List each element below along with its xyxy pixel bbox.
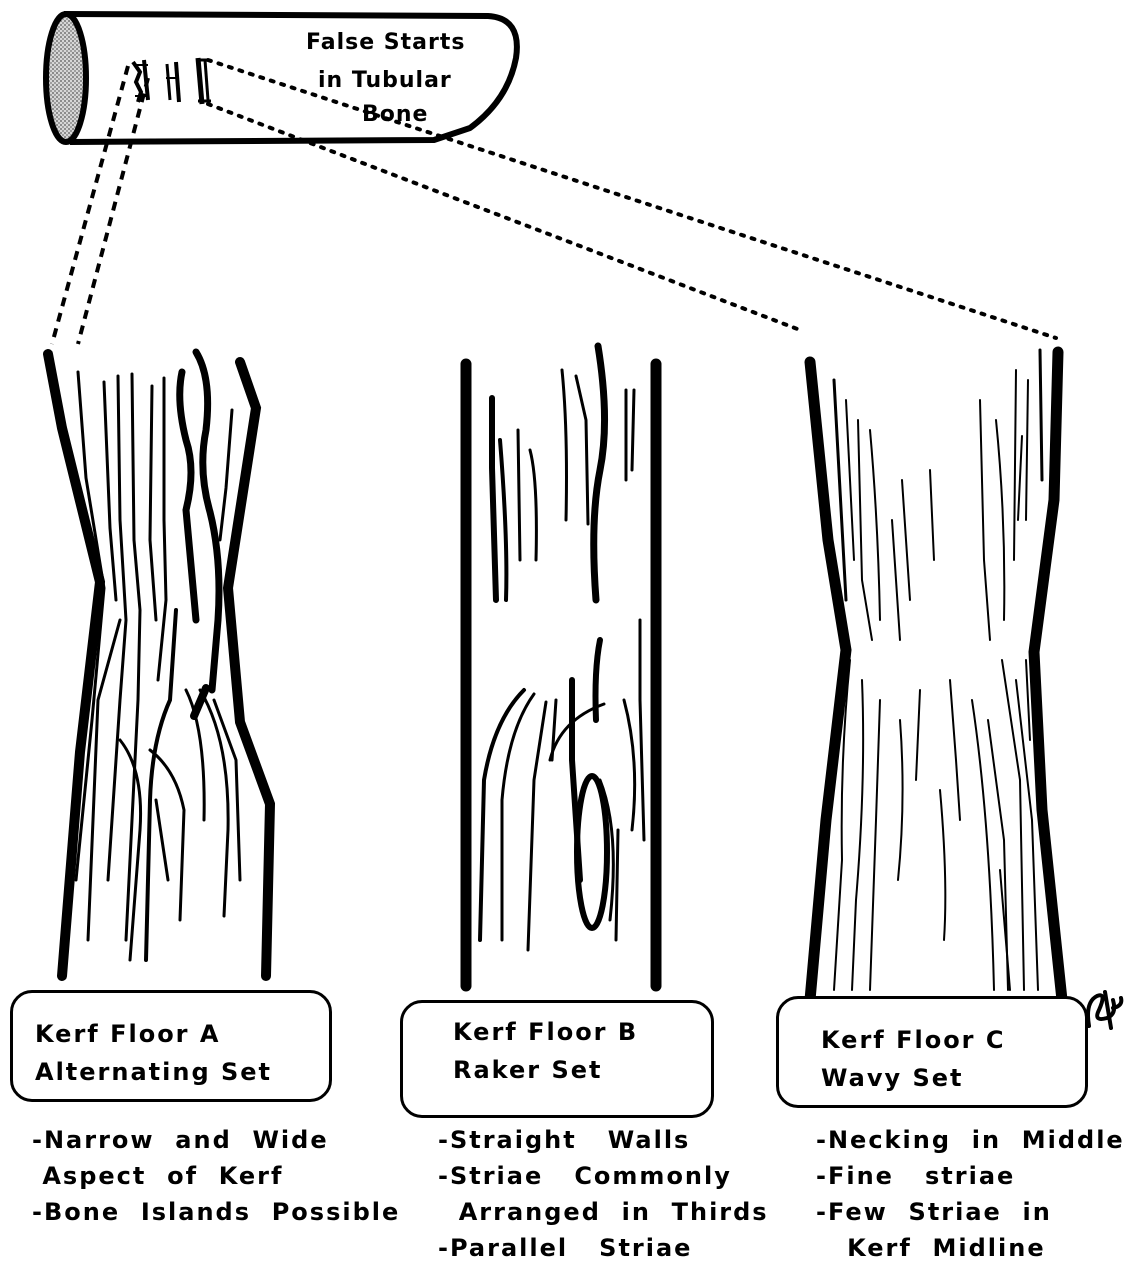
kerf-floor-c-note: Kerf Midline xyxy=(816,1230,1125,1266)
kerf-floor-b-set: Raker Set xyxy=(453,1051,711,1089)
kerf-floor-c-notes: -Necking in Middle -Fine striae -Few Str… xyxy=(816,1122,1125,1266)
kerf-floor-b-box: Kerf Floor B Raker Set xyxy=(400,1000,714,1118)
kerf-floor-b-note: -Striae Commonly xyxy=(438,1158,769,1194)
kerf-floor-b-drawing xyxy=(466,346,656,986)
kerf-floor-c-note: -Fine striae xyxy=(816,1158,1125,1194)
kerf-floor-b-title: Kerf Floor B xyxy=(453,1013,711,1051)
kerf-floor-b-note: Arranged in Thirds xyxy=(438,1194,769,1230)
kerf-floor-b-note: -Parallel Striae xyxy=(438,1230,769,1266)
kerf-floor-c-note: -Necking in Middle xyxy=(816,1122,1125,1158)
kerf-floor-b-notes: -Straight Walls -Striae Commonly Arrange… xyxy=(438,1122,769,1266)
kerf-floor-c-box: Kerf Floor C Wavy Set xyxy=(776,996,1088,1108)
bone-label-line-3: Bone xyxy=(362,102,428,128)
bone-label-line-2: in Tubular xyxy=(318,68,452,94)
kerf-floor-c-note: -Few Striae in xyxy=(816,1194,1125,1230)
kerf-floor-a-note: -Narrow and Wide xyxy=(32,1122,400,1158)
kerf-floor-c-drawing xyxy=(810,350,1062,1000)
kerf-floor-a-notes: -Narrow and Wide Aspect of Kerf -Bone Is… xyxy=(32,1122,400,1230)
kerf-floor-a-box: Kerf Floor A Alternating Set xyxy=(10,990,332,1102)
bone-end-cross-section xyxy=(46,14,86,142)
bone-label-line-1: False Starts xyxy=(306,30,465,56)
projection-line-c-upper xyxy=(208,60,1056,338)
kerf-floor-c-set: Wavy Set xyxy=(821,1059,1085,1097)
kerf-floor-c-title: Kerf Floor C xyxy=(821,1021,1085,1059)
signature-mark xyxy=(1083,988,1127,1032)
kerf-floor-a-title: Kerf Floor A xyxy=(35,1015,329,1053)
kerf-floor-a-drawing xyxy=(48,352,270,976)
kerf-floor-a-note: -Bone Islands Possible xyxy=(32,1194,400,1230)
kerf-floor-a-set: Alternating Set xyxy=(35,1053,329,1091)
kerf-floor-a-note: Aspect of Kerf xyxy=(32,1158,400,1194)
kerf-floor-b-note: -Straight Walls xyxy=(438,1122,769,1158)
